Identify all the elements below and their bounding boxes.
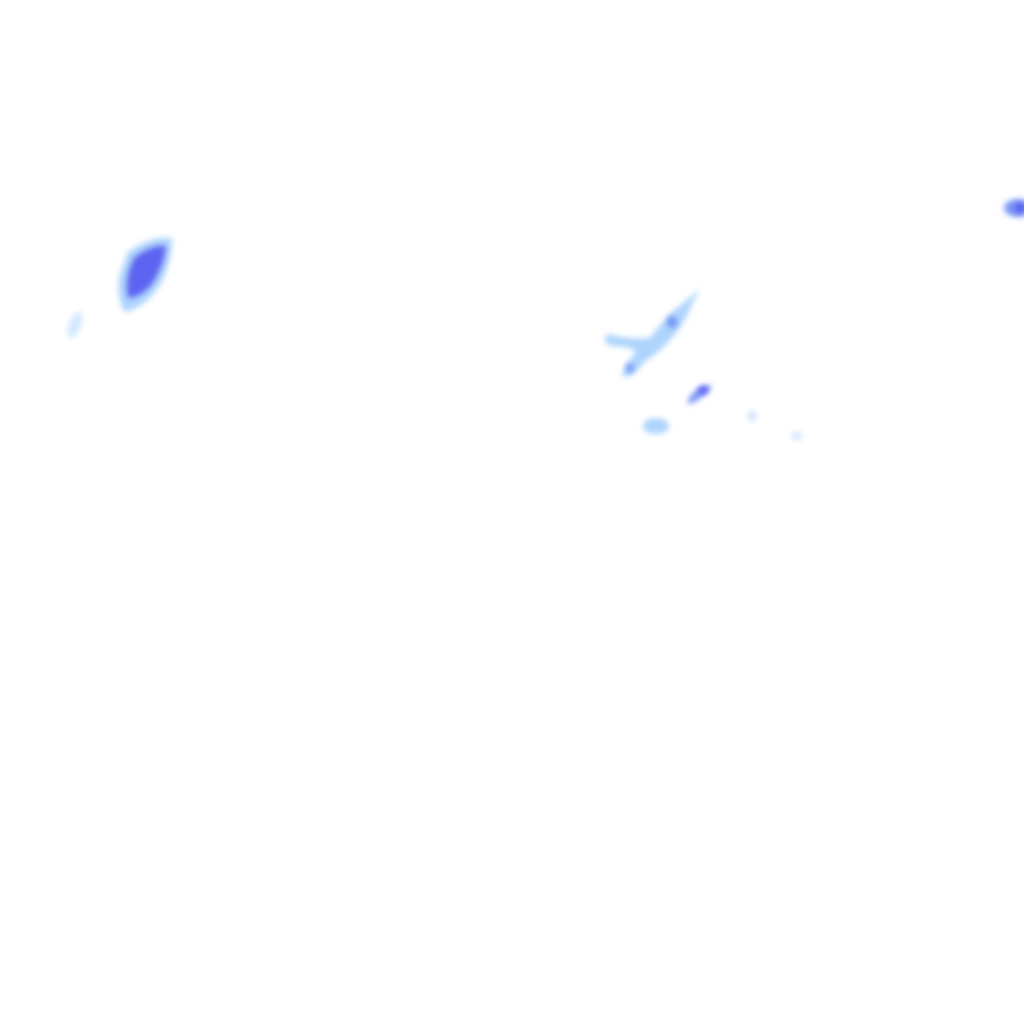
rain-cell-small-intense [687, 385, 712, 404]
rain-cell-speck-2 [791, 432, 803, 440]
rain-cell-west-light [67, 311, 83, 339]
rain-cell-central [604, 288, 700, 377]
rain-cell-speck-1 [747, 410, 757, 422]
rain-cell-west [118, 237, 172, 312]
rain-cell-south [643, 418, 669, 434]
rain-cell-east-edge [1004, 199, 1024, 217]
